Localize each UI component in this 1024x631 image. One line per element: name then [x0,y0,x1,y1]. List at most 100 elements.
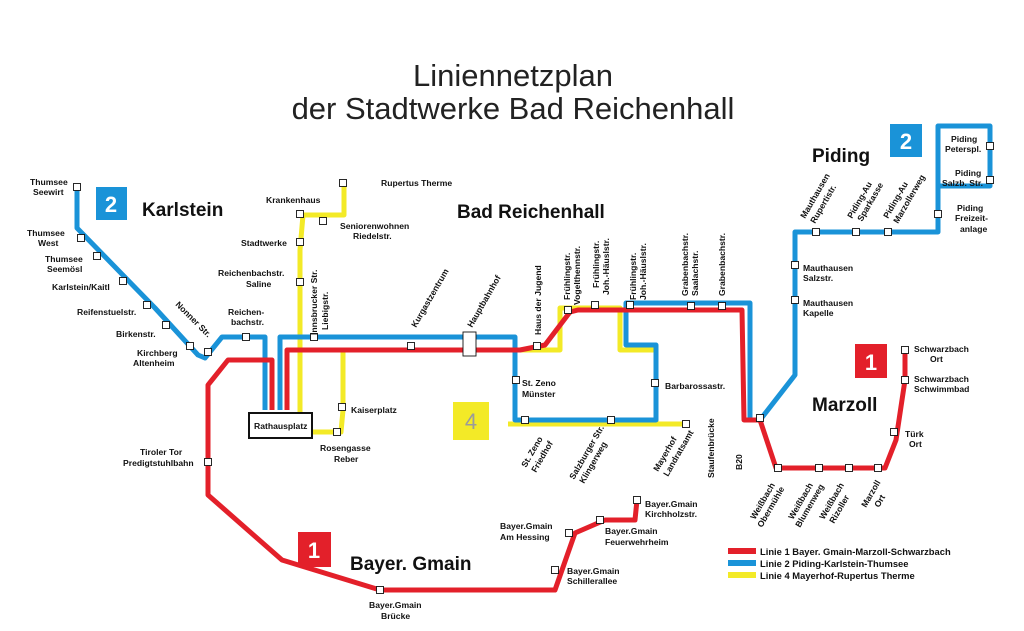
station-schwarzbach-schw-1: Schwarzbach [914,374,969,384]
station-seniorenwohnen-2: Riedelstr. [353,231,392,241]
station-mauthausen-kap-2: Kapelle [803,308,834,318]
station-st-zeno-muenster-1: St. Zeno [522,378,556,388]
station-graben-saalach-1: Grabenbachstr. [680,233,690,296]
station-marker [242,333,250,341]
station-marker [986,142,994,150]
rathausplatz-box [248,412,313,439]
station-marker [633,496,641,504]
station-piding-freizeit-3: anlage [960,224,987,234]
station-thumsee-seemoesl-1: Thumsee [45,254,83,264]
station-bg-schiller-2: Schillerallee [567,576,617,586]
station-grabenbachstr: Grabenbachstr. [717,233,727,296]
station-marker [718,302,726,310]
station-rosengasse-1: Rosengasse [320,443,371,453]
area-marzoll: Marzoll [812,395,877,416]
legend-swatch-2 [728,560,756,566]
station-marker [687,302,695,310]
station-st-zeno-muenster-2: Münster [522,389,556,399]
hauptbahnhof-marker [462,331,477,357]
station-graben-saalach-2: Saalachstr. [690,251,700,296]
station-hauptbahnhof: Hauptbahnhof [465,273,503,329]
station-marker [756,414,764,422]
station-mauthausen-salz-1: Mauthausen [803,263,853,273]
station-bg-bruecke-1: Bayer.Gmain [369,600,422,610]
station-marker [376,586,384,594]
karlstein-badge [96,187,127,220]
station-innsbrucker-1: Innsbrucker Str. [309,270,319,335]
station-marker [607,416,615,424]
station-marker [815,464,823,472]
area-piding: Piding [812,146,870,167]
area-bad-reichenhall: Bad Reichenhall [457,202,605,223]
legend-swatch-4 [728,572,756,578]
station-marker [845,464,853,472]
center-badge-num: 4 [465,409,477,434]
bayer-gmain-badge [298,532,331,567]
station-bg-schiller-1: Bayer.Gmain [567,566,620,576]
station-fruehling-vogel-1: Frühlingstr. [562,253,572,300]
station-piding-freizeit-1: Piding [957,203,983,213]
station-fruehling-vogel-2: Vogelthennstr. [572,246,582,305]
station-marker [901,346,909,354]
station-mauthausen-kap-1: Mauthausen [803,298,853,308]
station-karlstein-kaitl: Karlstein/Kaitl [52,282,110,292]
station-seniorenwohnen-1: Seniorenwohnen [340,221,409,231]
marzoll-badge [855,344,887,378]
marzoll-badge-num: 1 [865,350,877,375]
legend: Linie 1 Bayer. Gmain-Marzoll-Schwarzbach… [728,546,951,581]
station-barbarossastr: Barbarossastr. [665,381,725,391]
station-marker [651,379,659,387]
station-staufenbruecke-1: Staufenbrücke [706,418,716,478]
station-marker [512,376,520,384]
station-marker [774,464,782,472]
station-staufenbruecke-2: B20 [734,454,744,470]
piding-badge-num: 2 [900,129,912,154]
station-reichenbachstr-1: Reichen- [228,307,264,317]
station-piding-peterspl-1: Piding [951,134,977,144]
karlstein-badge-num: 2 [105,192,117,217]
line-1-route [205,307,908,593]
station-tiroler-tor-2: Predigtstuhlbahn [123,458,194,468]
station-piding-salzb-1: Piding [955,168,981,178]
station-innsbrucker-2: Liebigstr. [320,292,330,330]
station-reichenbachstr-2: bachstr. [231,317,264,327]
legend-line-2: Linie 2 Piding-Karlstein-Thumsee [760,558,908,569]
station-saline-1: Reichenbachstr. [218,268,284,278]
station-fruehling-joh1-2: Joh.-Häuslstr. [601,238,611,295]
station-rupertus-therme: Rupertus Therme [381,178,452,188]
station-thumsee-west-1: Thumsee [27,228,65,238]
station-marker [591,301,599,309]
station-marker [521,416,529,424]
station-fruehling-joh2-1: Frühlingstr. [628,253,638,300]
station-marker [874,464,882,472]
station-tuerk-ort-2: Ort [909,439,922,449]
station-kurgastzentrum: Kurgastzentrum [409,267,451,329]
station-marker [77,234,85,242]
station-marker [407,342,415,350]
station-birkenstr: Birkenstr. [116,329,156,339]
station-marker [986,176,994,184]
station-fruehling-joh2-2: Joh.-Häuslstr. [638,243,648,300]
center-badge [453,402,489,440]
station-marker [564,306,572,314]
station-kaiserplatz: Kaiserplatz [351,405,397,415]
station-marker [682,420,690,428]
station-haus-der-jugend: Haus der Jugend [533,265,543,335]
station-marker [93,252,101,260]
station-marker [296,210,304,218]
station-marker [551,566,559,574]
station-marker [338,403,346,411]
station-reifenstuelstr: Reifenstuelstr. [77,307,136,317]
station-marker [296,238,304,246]
station-schwarzbach-ort-1: Schwarzbach [914,344,969,354]
station-stadtwerke: Stadtwerke [241,238,287,248]
station-marker [310,333,318,341]
station-bg-feuerwehr-2: Feuerwehrheim [605,537,669,547]
station-markers [73,142,994,594]
station-marker [901,376,909,384]
station-marker [186,342,194,350]
station-rosengasse-2: Reber [334,454,359,464]
piding-badge [890,124,922,157]
station-mauthausen-salz-2: Salzstr. [803,273,833,283]
